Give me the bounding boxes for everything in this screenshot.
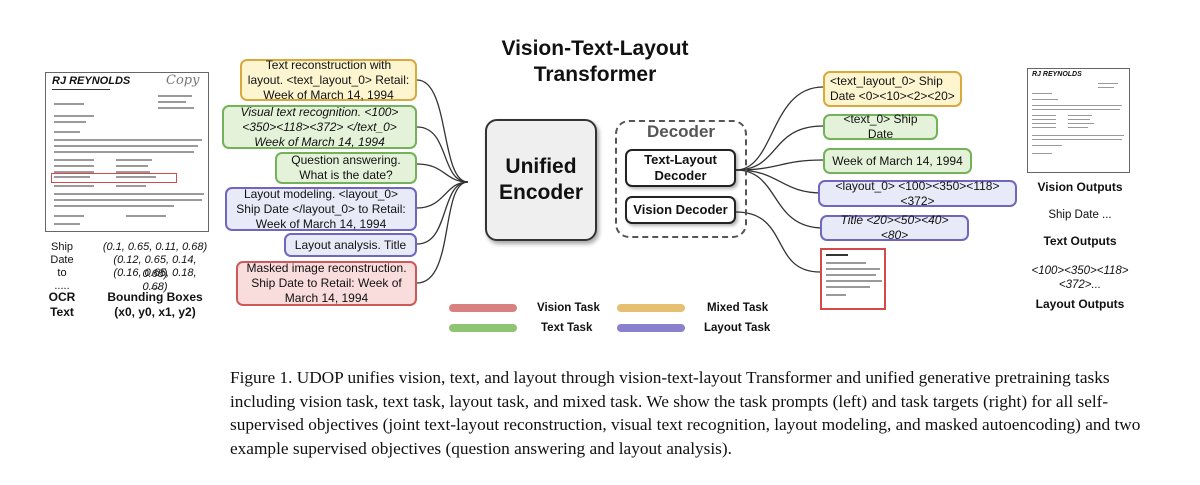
prompt-layout-modeling: Layout modeling. <layout_0> Ship Date </…	[225, 187, 417, 231]
text-output-example: Ship Date ...	[1048, 209, 1112, 221]
target-text-recognition: <text_0> Ship Date	[823, 112, 938, 141]
prompt-layout-analysis: Layout analysis. Title	[284, 233, 417, 257]
output-document-header: RJ REYNOLDS	[1032, 71, 1082, 78]
ocr-text-label: OCR Text	[48, 290, 76, 319]
bounding-box-value: ...	[150, 280, 160, 292]
copy-stamp: Copy	[166, 73, 200, 88]
legend-layout-task: Layout Task	[704, 322, 771, 334]
legend-mixed-task: Mixed Task	[707, 302, 769, 314]
legend-swatch-text	[449, 324, 517, 332]
layout-outputs-label: Layout Outputs	[1035, 297, 1125, 311]
vision-output-document: RJ REYNOLDS	[1027, 68, 1130, 173]
bounding-box-value: (0.12, 0.65, 0.14, 0.68)	[113, 254, 197, 280]
prompt-question-answering: Question answering. What is the date?	[275, 152, 417, 184]
highlight-box	[51, 173, 177, 183]
target-layout-modeling: <layout_0> <100><350><118><372>	[818, 179, 1017, 208]
bounding-box-value: (0.1, 0.65, 0.11, 0.68)	[102, 241, 208, 253]
legend-swatch-layout	[617, 324, 685, 332]
reconstructed-image	[820, 248, 886, 310]
input-document-image: RJ REYNOLDS Copy	[45, 72, 209, 232]
vision-decoder: Vision Decoder	[625, 196, 736, 224]
ocr-word: to	[57, 267, 67, 279]
legend-swatch-mixed	[617, 304, 685, 312]
text-layout-decoder: Text-Layout Decoder	[625, 149, 736, 187]
target-layout-analysis: Title <20><50><40><80>	[820, 213, 969, 242]
diagram-title: Vision-Text-Layout Transformer	[501, 37, 689, 86]
ocr-word: Ship	[50, 241, 74, 253]
bounding-boxes-label: Bounding Boxes (x0, y0, x1, y2)	[107, 290, 203, 319]
figure-caption: Figure 1. UDOP unifies vision, text, and…	[230, 368, 1141, 458]
unified-encoder: Unified Encoder	[485, 119, 597, 241]
legend-swatch-vision	[449, 304, 517, 312]
target-text-layout: <text_layout_0> Ship Date <0><10><2><20>	[823, 71, 962, 107]
legend-vision-task: Vision Task	[537, 302, 600, 314]
vision-outputs-label: Vision Outputs	[1037, 180, 1123, 194]
prompt-masked-image-reconstruction: Masked image reconstruction. Ship Date t…	[236, 261, 417, 306]
legend-text-task: Text Task	[541, 322, 593, 334]
layout-output-example: <100><350><118> <372>...	[1031, 265, 1129, 291]
ocr-word: Date	[50, 254, 74, 266]
decoder-group	[615, 120, 747, 238]
bounding-box-value: (0.16, 0.65, 0.18, 0.68)	[113, 267, 197, 293]
document-header: RJ REYNOLDS	[52, 75, 131, 87]
decoder-label: Decoder	[646, 122, 716, 141]
text-outputs-label: Text Outputs	[1043, 234, 1117, 248]
target-question-answer: Week of March 14, 1994	[823, 148, 972, 174]
ocr-word: .....	[54, 280, 70, 292]
prompt-text-reconstruction: Text reconstruction with layout. <text_l…	[240, 58, 417, 102]
prompt-visual-text-recognition: Visual text recognition. <100><350><118>…	[222, 105, 417, 149]
